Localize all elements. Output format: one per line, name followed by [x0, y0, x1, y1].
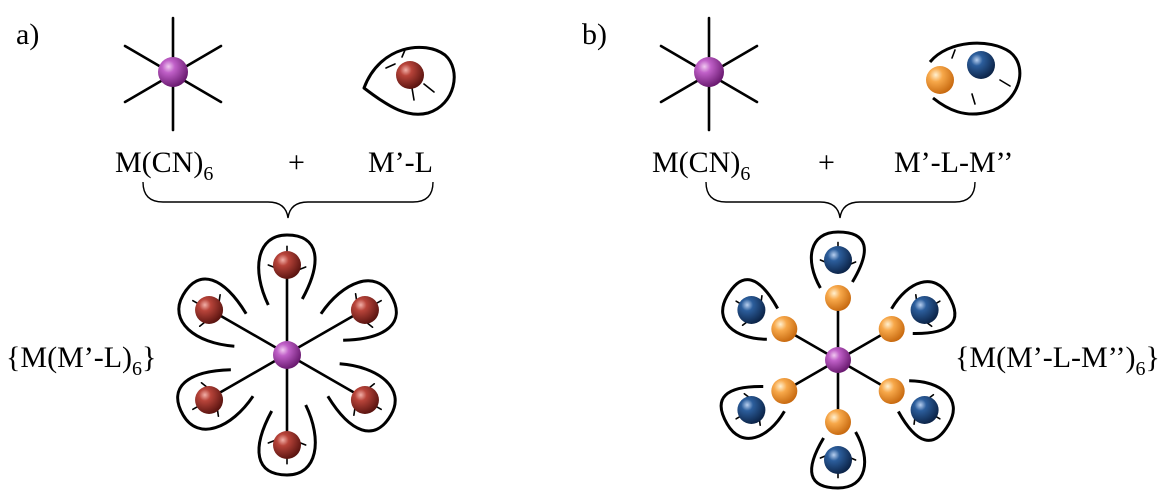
metal-blue-icon [737, 296, 766, 324]
panel-b-outer-metals [737, 246, 939, 474]
metal-blue-icon [824, 246, 852, 274]
panel-a-metal-ligand-icon [362, 45, 456, 116]
panel-b-product-complex [719, 230, 957, 490]
metal-red-icon [195, 296, 224, 324]
panel-a-reactant2: M’-L [368, 146, 433, 179]
panel-b: b) M(CN)6 + M’-L-M’’ [582, 16, 1160, 490]
metal-red-icon [195, 386, 224, 414]
metal-red-icon [350, 386, 379, 414]
panel-a-product-label: {M(M’-L)6} [6, 341, 156, 380]
panel-b-reactant1: M(CN)6 [652, 146, 750, 185]
panel-a-product-complex [176, 233, 398, 477]
metal-orange-icon [825, 285, 851, 311]
metal-red-icon [350, 296, 379, 324]
center-metal-icon [158, 57, 188, 87]
metal-orange-icon [926, 66, 954, 94]
metal-orange-icon [771, 378, 798, 404]
metal-blue-icon [967, 51, 995, 79]
panel-b-brace [705, 181, 976, 219]
panel-b-reactant2: M’-L-M’’ [894, 146, 1013, 179]
panel-b-petals [719, 230, 957, 490]
panel-a-outer-metals [195, 251, 379, 459]
panel-a-brace [142, 181, 434, 219]
metal-blue-icon [824, 446, 852, 474]
metal-blue-icon [910, 396, 939, 424]
panel-a-plus: + [288, 146, 305, 179]
metal-orange-icon [771, 316, 798, 342]
panel-b-bimetallic-ligand-icon [926, 41, 1022, 116]
metal-blue-icon [737, 396, 766, 424]
metal-red-icon [273, 431, 301, 459]
metal-orange-icon [878, 378, 905, 404]
center-metal-icon [825, 347, 851, 373]
panel-a-reactant1: M(CN)6 [115, 146, 213, 185]
panel-b-plus: + [818, 146, 835, 179]
panel-a: a) M(CN)6 + M’-L [6, 16, 456, 477]
panel-a-tag: a) [16, 18, 39, 51]
center-metal-icon [694, 57, 724, 87]
center-metal-icon [273, 341, 301, 369]
metal-orange-icon [825, 409, 851, 435]
panel-b-product-label: {M(M’-L-M’’)6} [955, 341, 1160, 380]
panel-b-hexacyanometalate-icon [659, 16, 759, 132]
metal-red-icon [273, 251, 301, 279]
panel-a-hexacyanometalate-icon [123, 16, 223, 132]
metal-red-icon [396, 61, 424, 89]
metal-orange-icon [878, 316, 905, 342]
metal-blue-icon [910, 296, 939, 324]
panel-b-tag: b) [582, 18, 607, 51]
